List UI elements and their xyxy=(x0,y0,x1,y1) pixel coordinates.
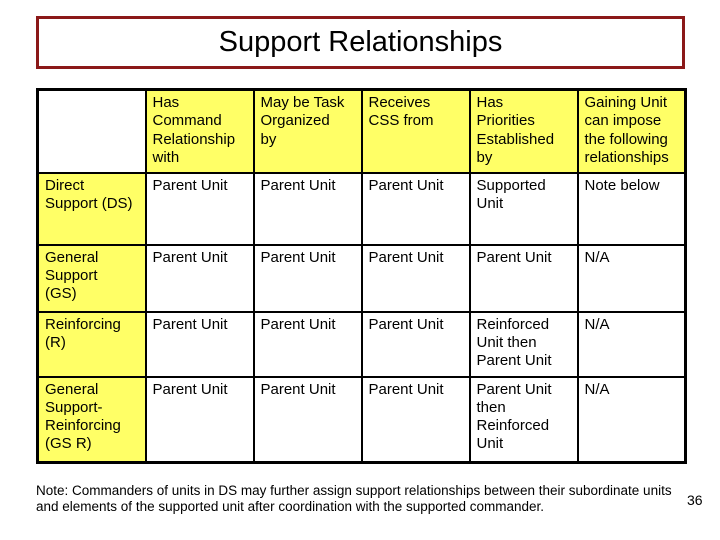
table-cell: Parent Unit xyxy=(360,310,471,378)
table-header-row: Has Command Relationship with May be Tas… xyxy=(36,88,687,174)
row-header-direct-support: Direct Support (DS) xyxy=(36,171,147,246)
table-row-direct-support: Direct Support (DS) Parent Unit Parent U… xyxy=(36,171,687,246)
table-cell: N/A xyxy=(576,310,687,378)
table-cell: N/A xyxy=(576,243,687,313)
row-header-reinforcing: Reinforcing (R) xyxy=(36,310,147,378)
header-cell-gaining-unit: Gaining Unit can impose the following re… xyxy=(576,88,687,174)
table-cell: Reinforced Unit then Parent Unit xyxy=(468,310,579,378)
table-cell: Parent Unit xyxy=(252,310,363,378)
table-cell: Parent Unit xyxy=(252,243,363,313)
table-cell: Parent Unit then Reinforced Unit xyxy=(468,375,579,464)
table-cell: Supported Unit xyxy=(468,171,579,246)
table-cell: Parent Unit xyxy=(144,375,255,464)
table-cell: Parent Unit xyxy=(252,171,363,246)
table-cell: Parent Unit xyxy=(468,243,579,313)
table-cell: Parent Unit xyxy=(360,243,471,313)
title-box: Support Relationships xyxy=(36,16,685,69)
table-row-general-support-reinforcing: General Support- Reinforcing (GS R) Pare… xyxy=(36,375,687,464)
table-cell: Parent Unit xyxy=(360,375,471,464)
table-cell: Note below xyxy=(576,171,687,246)
footer-note: Note: Commanders of units in DS may furt… xyxy=(36,483,672,514)
header-cell-command-relationship: Has Command Relationship with xyxy=(144,88,255,174)
header-cell-task-organized: May be Task Organized by xyxy=(252,88,363,174)
page-number: 36 xyxy=(687,492,703,508)
header-cell-blank xyxy=(36,88,147,174)
table-cell: Parent Unit xyxy=(144,310,255,378)
header-cell-priorities: Has Priorities Established by xyxy=(468,88,579,174)
table-row-general-support: General Support (GS) Parent Unit Parent … xyxy=(36,243,687,313)
row-header-general-support-reinforcing: General Support- Reinforcing (GS R) xyxy=(36,375,147,464)
table-cell: Parent Unit xyxy=(360,171,471,246)
table-cell: Parent Unit xyxy=(252,375,363,464)
table-cell: N/A xyxy=(576,375,687,464)
table-cell: Parent Unit xyxy=(144,243,255,313)
support-relationships-table: Has Command Relationship with May be Tas… xyxy=(36,88,687,464)
page-title: Support Relationships xyxy=(218,26,503,58)
header-cell-receives-css: Receives CSS from xyxy=(360,88,471,174)
table-cell: Parent Unit xyxy=(144,171,255,246)
row-header-general-support: General Support (GS) xyxy=(36,243,147,313)
table-row-reinforcing: Reinforcing (R) Parent Unit Parent Unit … xyxy=(36,310,687,378)
